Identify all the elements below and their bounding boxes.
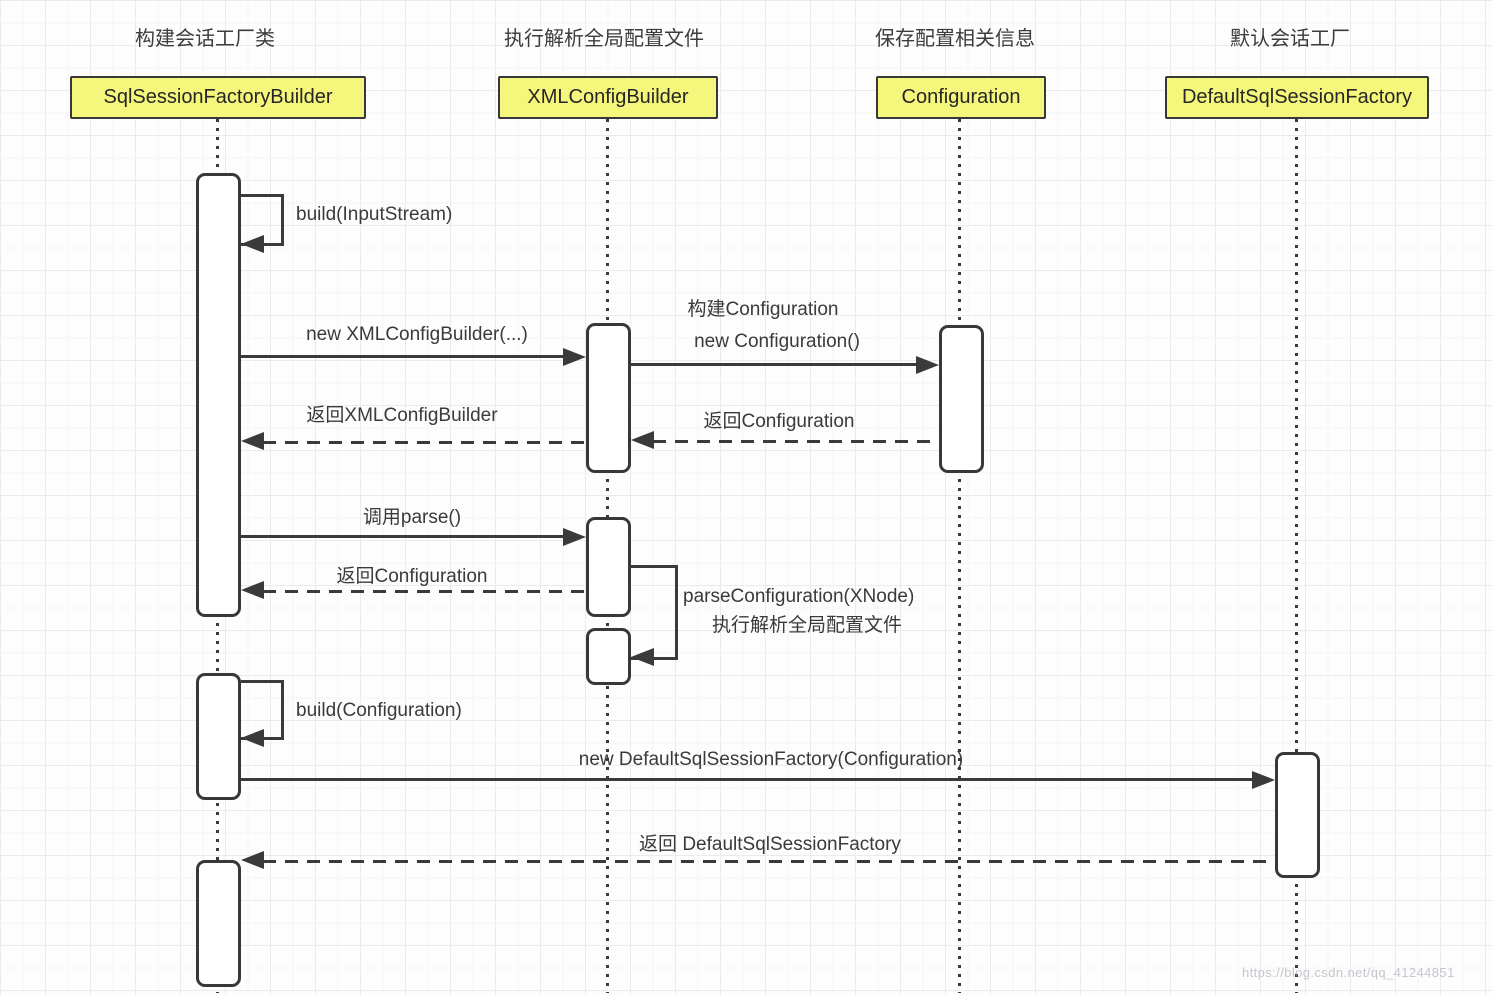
arrowhead-left-icon xyxy=(241,432,264,450)
actor-head-configuration: Configuration xyxy=(876,76,1046,119)
message-label-new-xmlconfigbuilder: new XMLConfigBuilder(...) xyxy=(306,324,528,345)
self-call-loop-parse-configuration xyxy=(631,565,678,660)
activation-bar-xcb-2 xyxy=(586,517,631,617)
arrowhead-left-icon xyxy=(241,581,264,599)
message-label-build-inputstream: build(InputStream) xyxy=(296,204,453,225)
message-label-build-configuration: build(Configuration) xyxy=(296,700,462,721)
message-line-return-configuration-1 xyxy=(653,440,939,443)
message-line-return-xmlconfigbuilder xyxy=(263,441,586,444)
activation-bar-dsf-1 xyxy=(1275,752,1320,878)
activation-bar-xcb-1 xyxy=(586,323,631,473)
lifeline-configuration xyxy=(958,119,961,993)
actor-head-sqlsessionfactorybuilder: SqlSessionFactoryBuilder xyxy=(70,76,366,119)
message-label-build-configuration-note: 构建Configuration xyxy=(687,299,839,320)
message-label-return-configuration-2: 返回Configuration xyxy=(336,566,488,587)
message-line-call-parse xyxy=(241,535,565,538)
arrowhead-right-icon xyxy=(916,356,939,374)
arrowhead-left-icon xyxy=(241,851,264,869)
activation-bar-xcb-3 xyxy=(586,628,631,685)
message-line-return-default-factory xyxy=(263,860,1275,863)
actor-note-sqlsessionfactorybuilder: 构建会话工厂类 xyxy=(135,28,275,50)
message-label-return-xmlconfigbuilder: 返回XMLConfigBuilder xyxy=(306,405,498,426)
message-line-return-configuration-2 xyxy=(263,590,586,593)
message-line-new-xmlconfigbuilder xyxy=(241,355,565,358)
activation-bar-ssfb-3 xyxy=(196,860,241,987)
arrowhead-left-icon xyxy=(241,235,264,253)
arrowhead-left-icon xyxy=(631,648,654,666)
lifeline-defaultsqlsessionfactory xyxy=(1295,119,1298,993)
message-label-return-default-factory: 返回 DefaultSqlSessionFactory xyxy=(639,834,901,855)
arrowhead-right-icon xyxy=(1252,771,1275,789)
actor-head-xmlconfigbuilder: XMLConfigBuilder xyxy=(498,76,718,119)
activation-bar-ssfb-1 xyxy=(196,173,241,617)
arrowhead-left-icon xyxy=(241,729,264,747)
actor-head-defaultsqlsessionfactory: DefaultSqlSessionFactory xyxy=(1165,76,1429,119)
watermark: https://blog.csdn.net/qq_41244851 xyxy=(1242,965,1455,980)
message-label-new-configuration: new Configuration() xyxy=(694,331,860,352)
message-label-new-default-factory: new DefaultSqlSessionFactory(Configurati… xyxy=(578,749,964,770)
message-label-return-configuration-1: 返回Configuration xyxy=(703,411,855,432)
actor-note-xmlconfigbuilder: 执行解析全局配置文件 xyxy=(504,28,704,50)
arrowhead-right-icon xyxy=(563,528,586,546)
message-label-call-parse: 调用parse() xyxy=(362,507,462,528)
activation-bar-cfg-1 xyxy=(939,325,984,473)
actor-note-configuration: 保存配置相关信息 xyxy=(875,28,1035,50)
message-line-new-configuration xyxy=(631,363,918,366)
arrowhead-left-icon xyxy=(631,431,654,449)
activation-bar-ssfb-2 xyxy=(196,673,241,800)
actor-note-defaultsqlsessionfactory: 默认会话工厂 xyxy=(1230,28,1350,50)
message-label-parse-configuration: parseConfiguration(XNode) xyxy=(683,586,915,607)
message-line-new-default-factory xyxy=(241,778,1254,781)
arrowhead-right-icon xyxy=(563,348,586,366)
message-label-parse-configuration-note: 执行解析全局配置文件 xyxy=(712,615,903,636)
